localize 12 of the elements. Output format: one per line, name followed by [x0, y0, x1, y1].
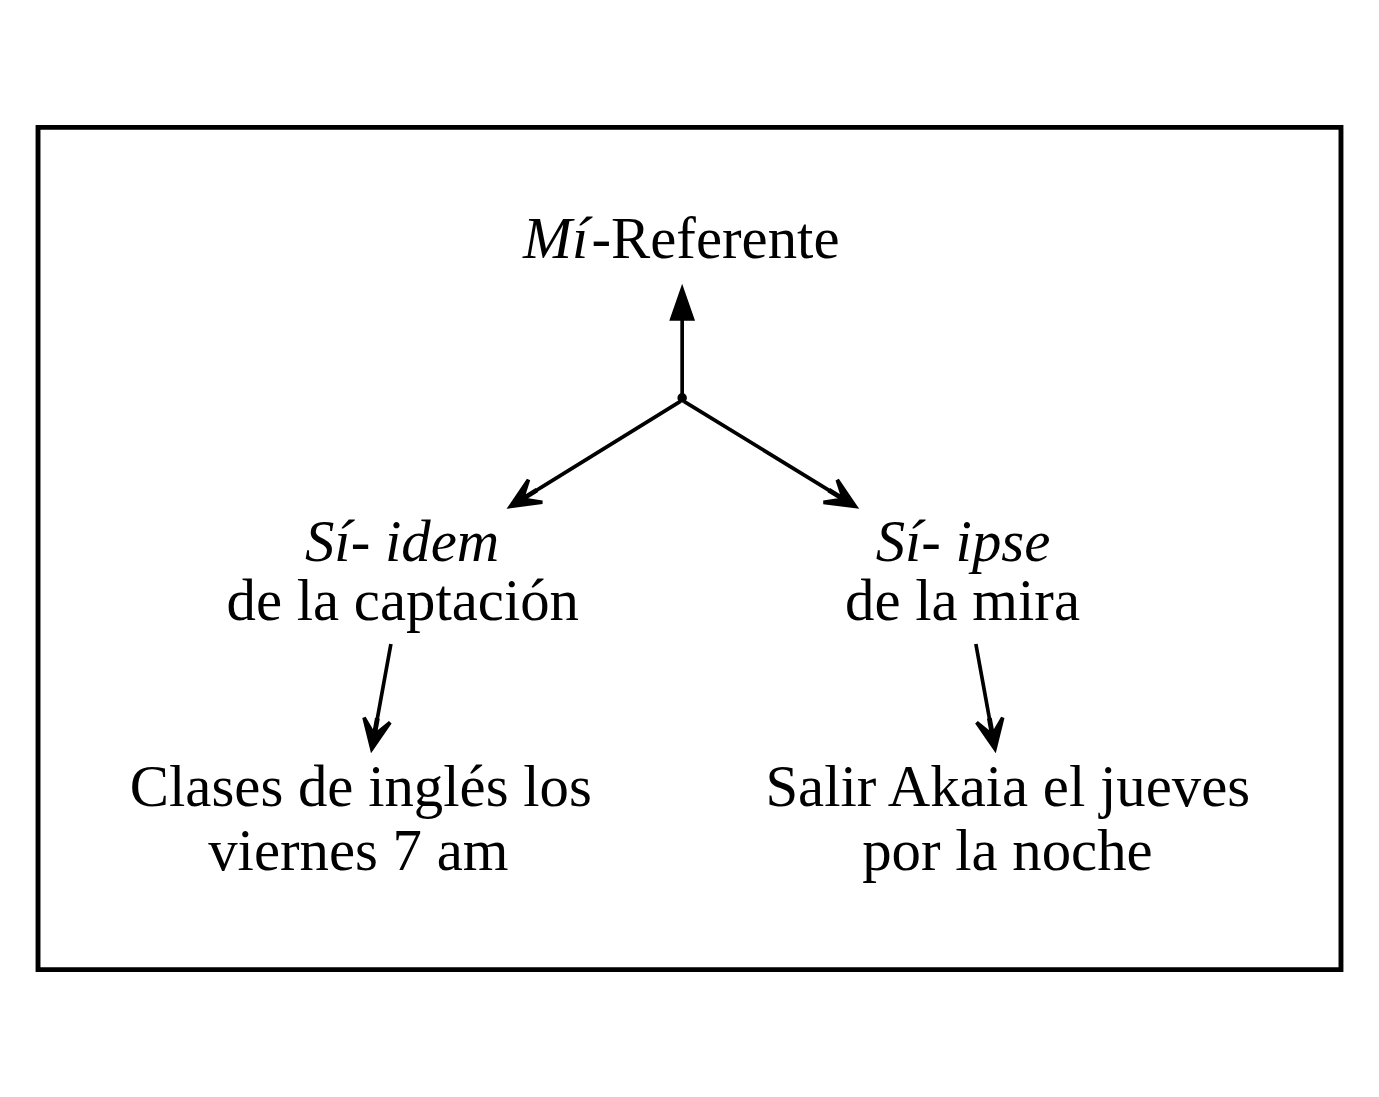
arrow: [669, 283, 696, 394]
cluster: [35, 124, 1344, 973]
node-point: [677, 393, 687, 403]
arrow: [683, 399, 858, 509]
node-text: Clases de inglés los viernes 7 am: [129, 754, 592, 883]
node-text: Salir Akaia el jueves por la noche: [765, 754, 1251, 883]
node-text: Sí- ipse de la mira: [845, 509, 1080, 633]
arrow: [508, 399, 682, 509]
node-text: Mí-Referente: [522, 205, 840, 271]
arrow: [974, 643, 1005, 751]
node-text: Sí- idem de la captación: [226, 509, 580, 633]
arrow: [362, 643, 393, 751]
